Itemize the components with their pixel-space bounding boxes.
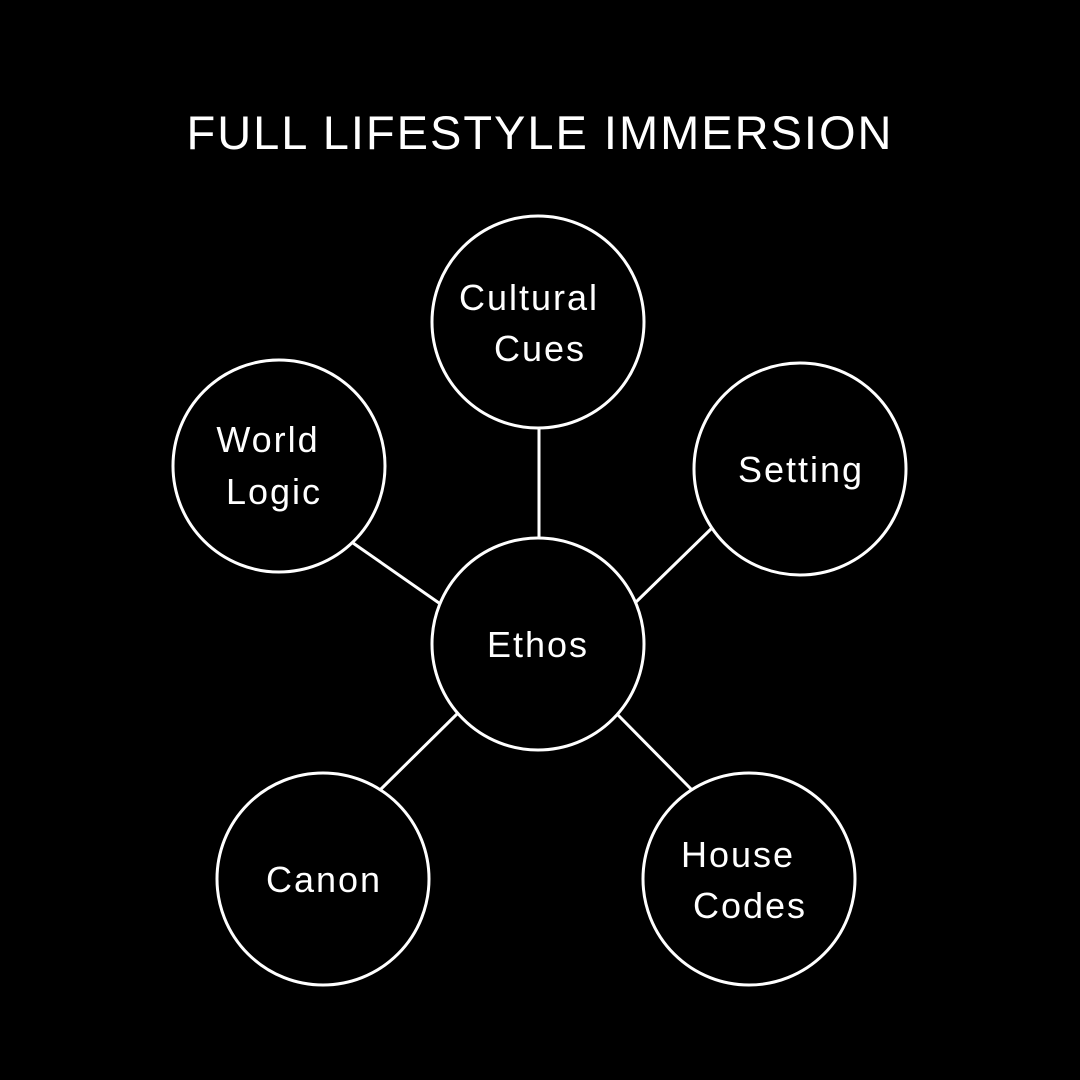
node-house-codes: House Codes [641,771,857,987]
node-label-line: Logic [226,471,322,512]
node-circle [430,536,646,752]
connector-setting [634,526,714,604]
node-label-line: Canon [266,859,382,900]
node-circle [692,361,908,577]
node-circle [215,771,431,987]
node-ethos: Ethos [430,536,646,752]
node-circle [430,214,646,430]
node-label-line: House [681,834,795,875]
connector-world-logic [352,541,440,605]
node-circle [641,771,857,987]
node-label-line: Ethos [487,624,589,665]
node-label-line: Cues [494,328,586,369]
svg-text:World Logic: World Logic [216,419,331,512]
node-setting: Setting [692,361,908,577]
svg-text:Setting: Setting [738,449,864,490]
node-label-line: Codes [693,885,807,926]
node-label-line: Cultural [459,277,599,318]
connector-house-codes [616,713,694,792]
node-world-logic: World Logic [171,358,387,574]
svg-text:House Codes: House Codes [681,834,807,926]
diagram-title: FULL LIFESTYLE IMMERSION [186,106,894,159]
svg-text:Cultural Cues: Cultural Cues [459,277,611,369]
node-cultural-cues: Cultural Cues [430,214,646,430]
node-circle [171,358,387,574]
node-label-line: World [216,419,319,460]
svg-text:Canon: Canon [266,859,382,900]
connector-canon [378,711,460,792]
node-canon: Canon [215,771,431,987]
svg-text:Ethos: Ethos [487,624,589,665]
node-label-line: Setting [738,449,864,490]
